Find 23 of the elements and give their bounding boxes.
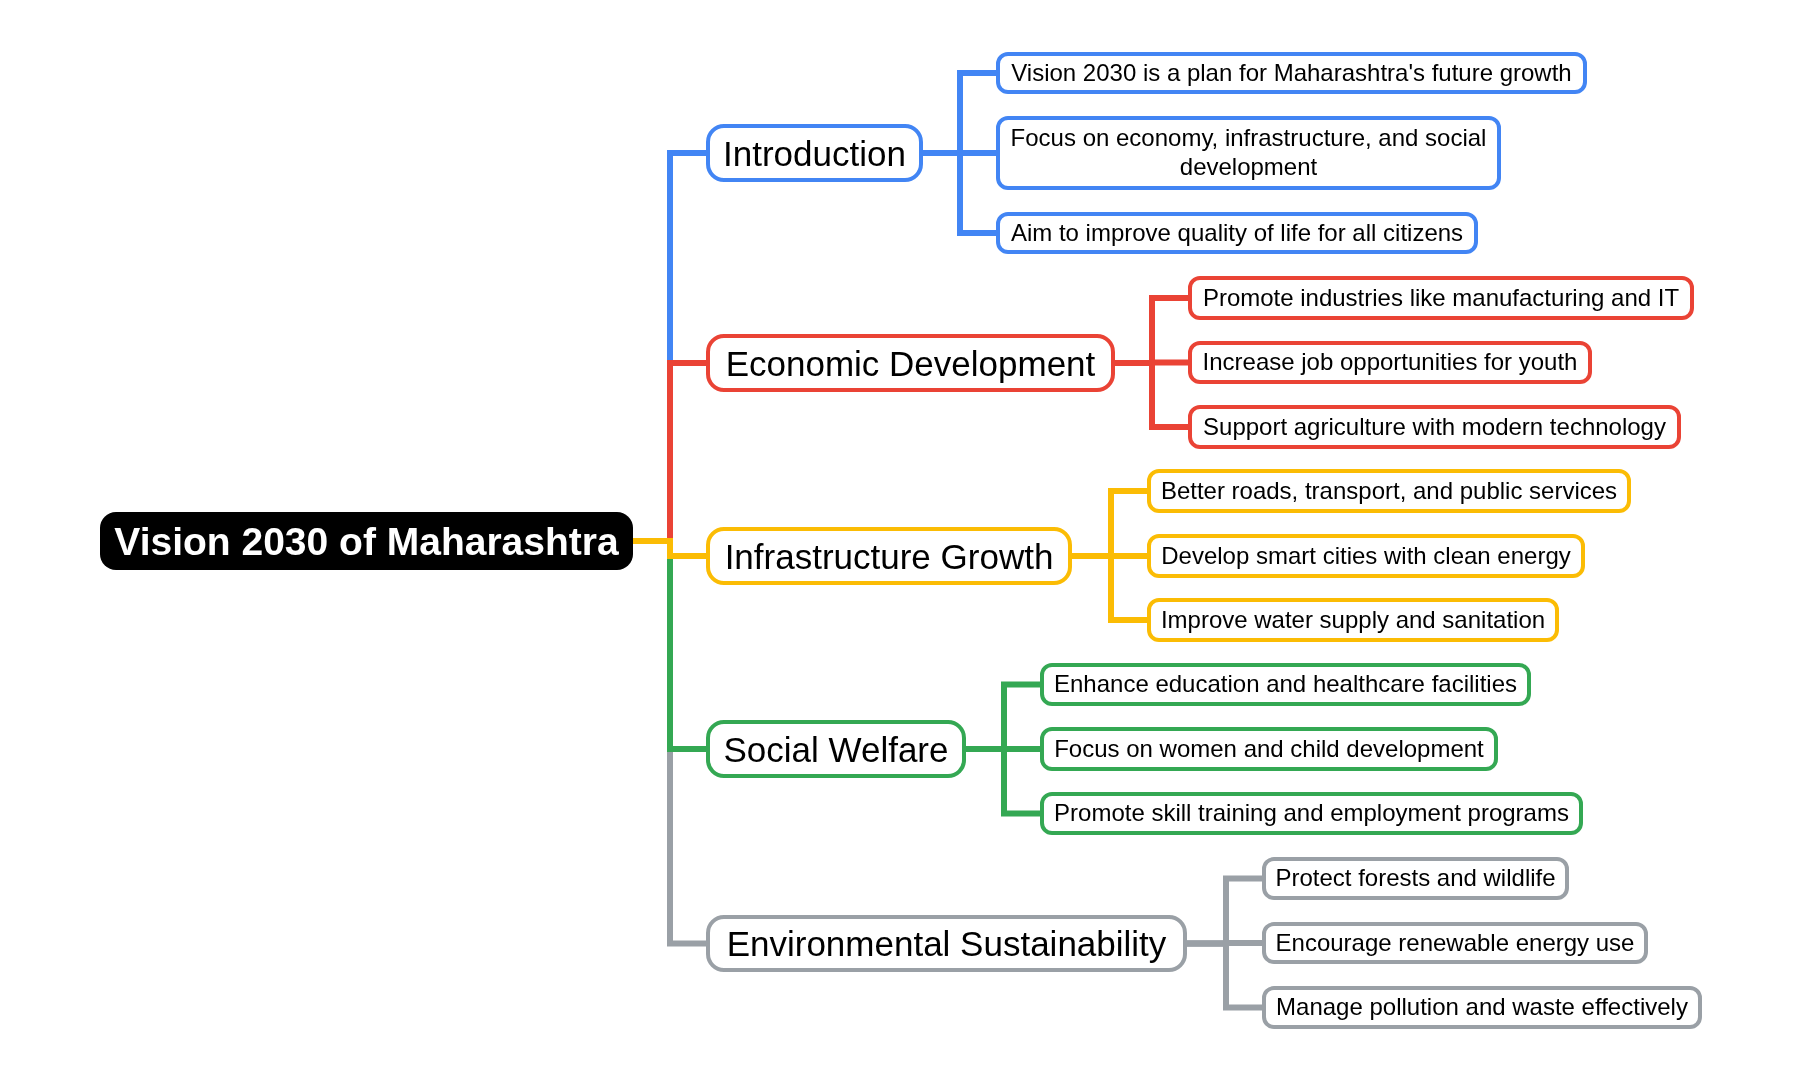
leaf-topic: Better roads, transport, and public services bbox=[1147, 469, 1631, 513]
branch-topic: Economic Development bbox=[706, 334, 1115, 392]
leaf-topic: Protect forests and wildlife bbox=[1262, 857, 1569, 900]
leaf-topic: Manage pollution and waste effectively bbox=[1262, 986, 1702, 1029]
leaf-topic: Increase job opportunities for youth bbox=[1188, 341, 1592, 384]
branch-topic: Environmental Sustainability bbox=[706, 915, 1187, 972]
leaf-topic: Aim to improve quality of life for all citizens bbox=[996, 212, 1478, 254]
leaf-topic: Develop smart cities with clean energy bbox=[1147, 534, 1585, 578]
leaf-topic: Improve water supply and sanitation bbox=[1147, 598, 1559, 642]
branch-topic: Social Welfare bbox=[706, 720, 966, 778]
leaf-topic: Promote industries like manufacturing and IT bbox=[1188, 276, 1694, 320]
leaf-topic: Focus on women and child development bbox=[1040, 727, 1498, 771]
leaf-topic: Vision 2030 is a plan for Maharashtra's future growth bbox=[996, 52, 1587, 94]
connector-line bbox=[633, 538, 706, 559]
branch-topic: Infrastructure Growth bbox=[706, 527, 1072, 585]
leaf-topic: Focus on economy, infrastructure, and social development bbox=[996, 116, 1501, 190]
central-topic: Vision 2030 of Maharashtra bbox=[100, 512, 633, 570]
branch-topic: Introduction bbox=[706, 124, 923, 182]
connector-line bbox=[1187, 940, 1262, 947]
leaf-topic: Support agriculture with modern technology bbox=[1188, 405, 1681, 449]
leaf-topic: Enhance education and healthcare facilities bbox=[1040, 663, 1531, 706]
leaf-topic: Encourage renewable energy use bbox=[1262, 922, 1648, 964]
leaf-topic: Promote skill training and employment programs bbox=[1040, 792, 1583, 835]
